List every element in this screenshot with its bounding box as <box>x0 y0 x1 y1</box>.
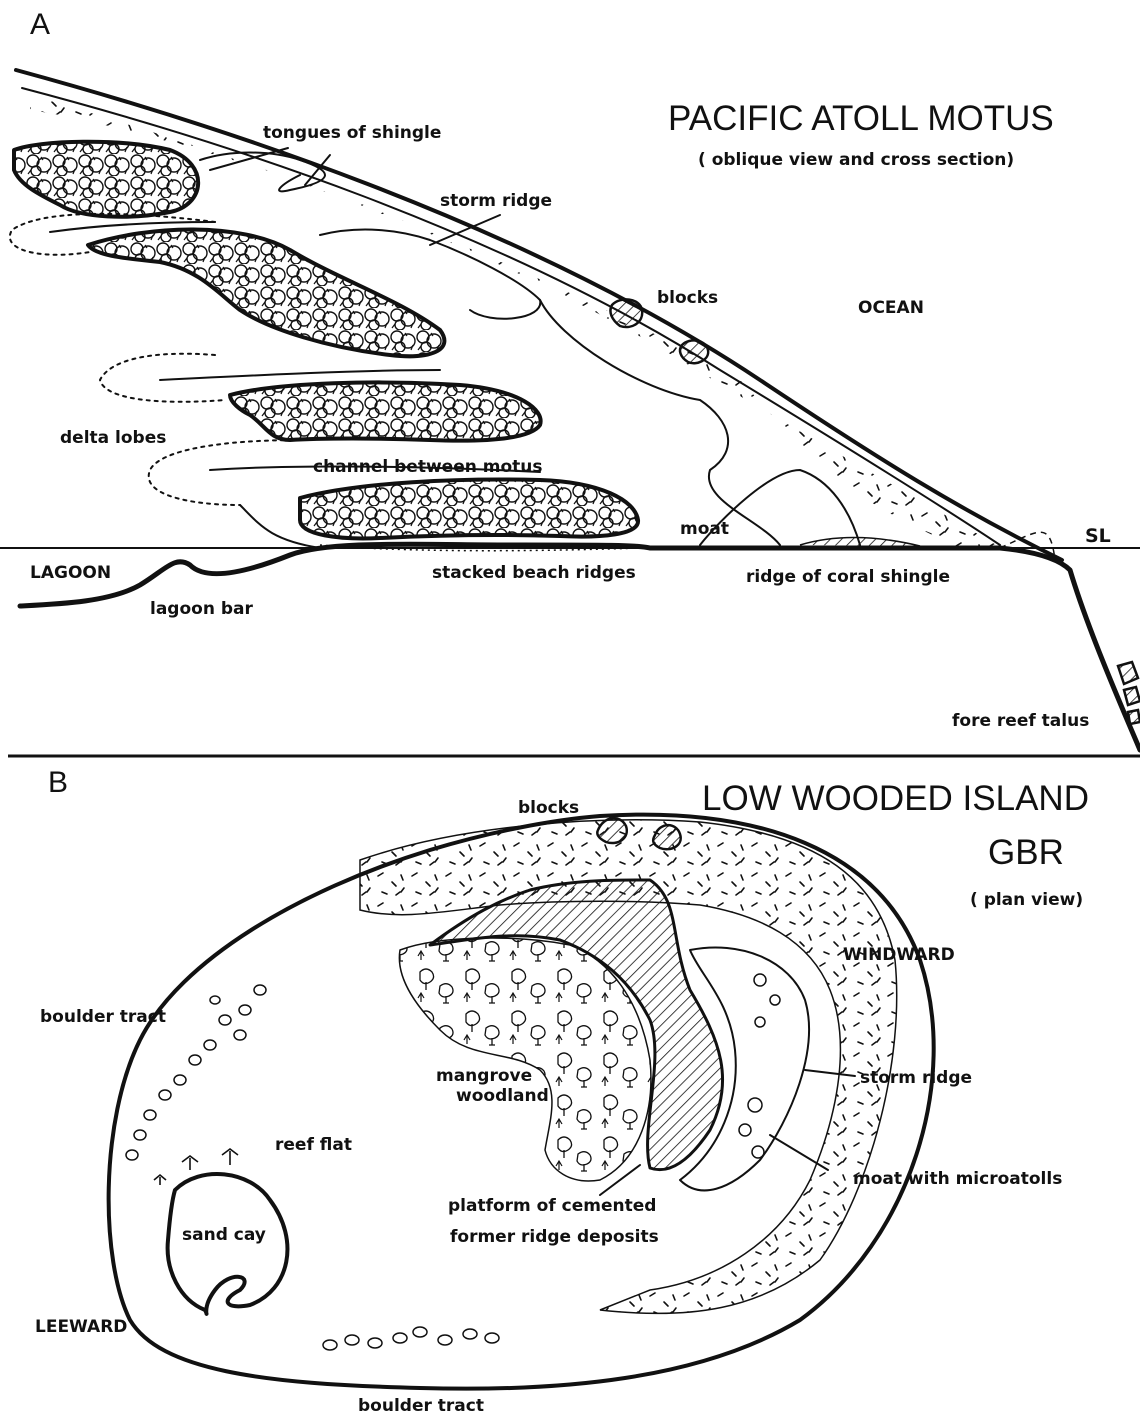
label-windward: WINDWARD <box>843 945 955 965</box>
label-ocean: OCEAN <box>858 298 924 318</box>
label-moat-b: moat with microatolls <box>853 1169 1062 1189</box>
label-blocks-a: blocks <box>657 288 718 308</box>
panel-a-title: PACIFIC ATOLL MOTUS <box>668 99 1054 138</box>
panel-a-letter: A <box>30 8 50 41</box>
label-storm-ridge-b: storm ridge <box>860 1068 972 1088</box>
panel-b-subtitle: ( plan view) <box>970 890 1083 910</box>
block-a2 <box>680 340 708 363</box>
cay-palms <box>154 1149 238 1185</box>
label-moat-a: moat <box>680 519 729 539</box>
delta-lobe-3 <box>149 440 300 505</box>
label-sl: SL <box>1085 525 1111 547</box>
label-ridge-coral: ridge of coral shingle <box>746 567 950 587</box>
label-tongues: tongues of shingle <box>263 123 441 143</box>
panel-b-title-2: GBR <box>988 833 1064 872</box>
label-storm-ridge-a: storm ridge <box>440 191 552 211</box>
label-mangrove-1: mangrove <box>436 1066 532 1086</box>
label-reef-flat: reef flat <box>275 1135 352 1155</box>
motu-1 <box>14 142 198 217</box>
label-mangrove-2: woodland <box>456 1086 549 1106</box>
channel-2 <box>160 370 440 380</box>
motu-2 <box>88 229 444 356</box>
leader-tongues-1 <box>210 148 288 170</box>
label-boulder-tract-bottom: boulder tract <box>358 1396 484 1416</box>
label-platform-2: former ridge deposits <box>450 1227 659 1247</box>
shingle-tongue-1 <box>200 153 325 192</box>
panel-b-letter: B <box>48 766 68 799</box>
panel-a: A PACIFIC ATOLL MOTUS ( oblique view and… <box>0 8 1140 750</box>
label-sand-cay: sand cay <box>182 1225 266 1245</box>
label-boulder-tract-top: boulder tract <box>40 1007 166 1027</box>
leader-moat <box>770 1135 828 1170</box>
block-b2 <box>653 825 681 849</box>
panel-b-title-1: LOW WOODED ISLAND <box>702 779 1089 818</box>
panel-b: B LOW WOODED ISLAND GBR ( plan view) blo… <box>35 766 1089 1416</box>
label-blocks-b: blocks <box>518 798 579 818</box>
label-lagoon: LAGOON <box>30 563 111 583</box>
leader-storm-ridge <box>430 215 500 245</box>
talus-blocks <box>1118 662 1140 724</box>
label-stacked: stacked beach ridges <box>432 563 636 583</box>
motu-3 <box>230 382 541 440</box>
label-delta-lobes: delta lobes <box>60 428 166 448</box>
label-lagoon-bar: lagoon bar <box>150 599 253 619</box>
block-a1 <box>610 299 642 327</box>
label-channel: channel between motus <box>313 457 542 477</box>
microatolls <box>739 974 780 1158</box>
label-leeward: LEEWARD <box>35 1317 127 1337</box>
label-fore-reef: fore reef talus <box>952 711 1089 731</box>
label-platform-1: platform of cemented <box>448 1196 656 1216</box>
motu-4 <box>300 480 638 539</box>
mangrove-woodland <box>399 938 651 1181</box>
boulder-tract-south <box>323 1327 499 1350</box>
coral-shingle-ridge <box>800 538 920 546</box>
panel-a-subtitle: ( oblique view and cross section) <box>698 150 1014 170</box>
